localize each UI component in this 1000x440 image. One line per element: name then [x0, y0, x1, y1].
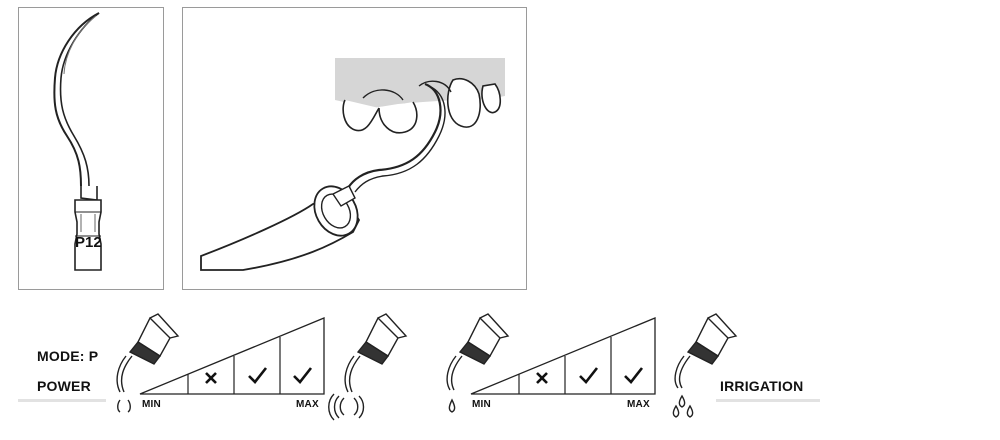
usage-image-panel	[182, 7, 527, 290]
tip-name: P12	[75, 234, 102, 251]
check-icon	[248, 367, 268, 384]
tip-image-panel: P12	[18, 7, 164, 290]
power-min-label: MIN	[142, 399, 161, 410]
cross-icon	[205, 372, 217, 384]
power-label: POWER	[37, 378, 91, 394]
scaler-vibration-low-icon	[116, 313, 180, 413]
water-drop-low-icon	[446, 313, 510, 413]
cross-icon	[536, 372, 548, 384]
power-underline	[18, 399, 106, 402]
irrigation-label: IRRIGATION	[720, 378, 804, 394]
irrigation-scale	[470, 317, 656, 395]
handpiece-on-teeth-icon	[200, 58, 505, 271]
check-icon	[579, 367, 599, 384]
mode-label: MODE: P	[37, 348, 99, 364]
check-icon	[293, 367, 313, 384]
power-scale	[139, 317, 325, 395]
irrigation-max-label: MAX	[627, 399, 650, 410]
scaler-vibration-high-icon	[328, 313, 408, 421]
check-icon	[624, 367, 644, 384]
scaler-tip-icon	[53, 12, 102, 271]
irrigation-underline	[716, 399, 820, 402]
power-max-label: MAX	[296, 399, 319, 410]
irrigation-min-label: MIN	[472, 399, 491, 410]
